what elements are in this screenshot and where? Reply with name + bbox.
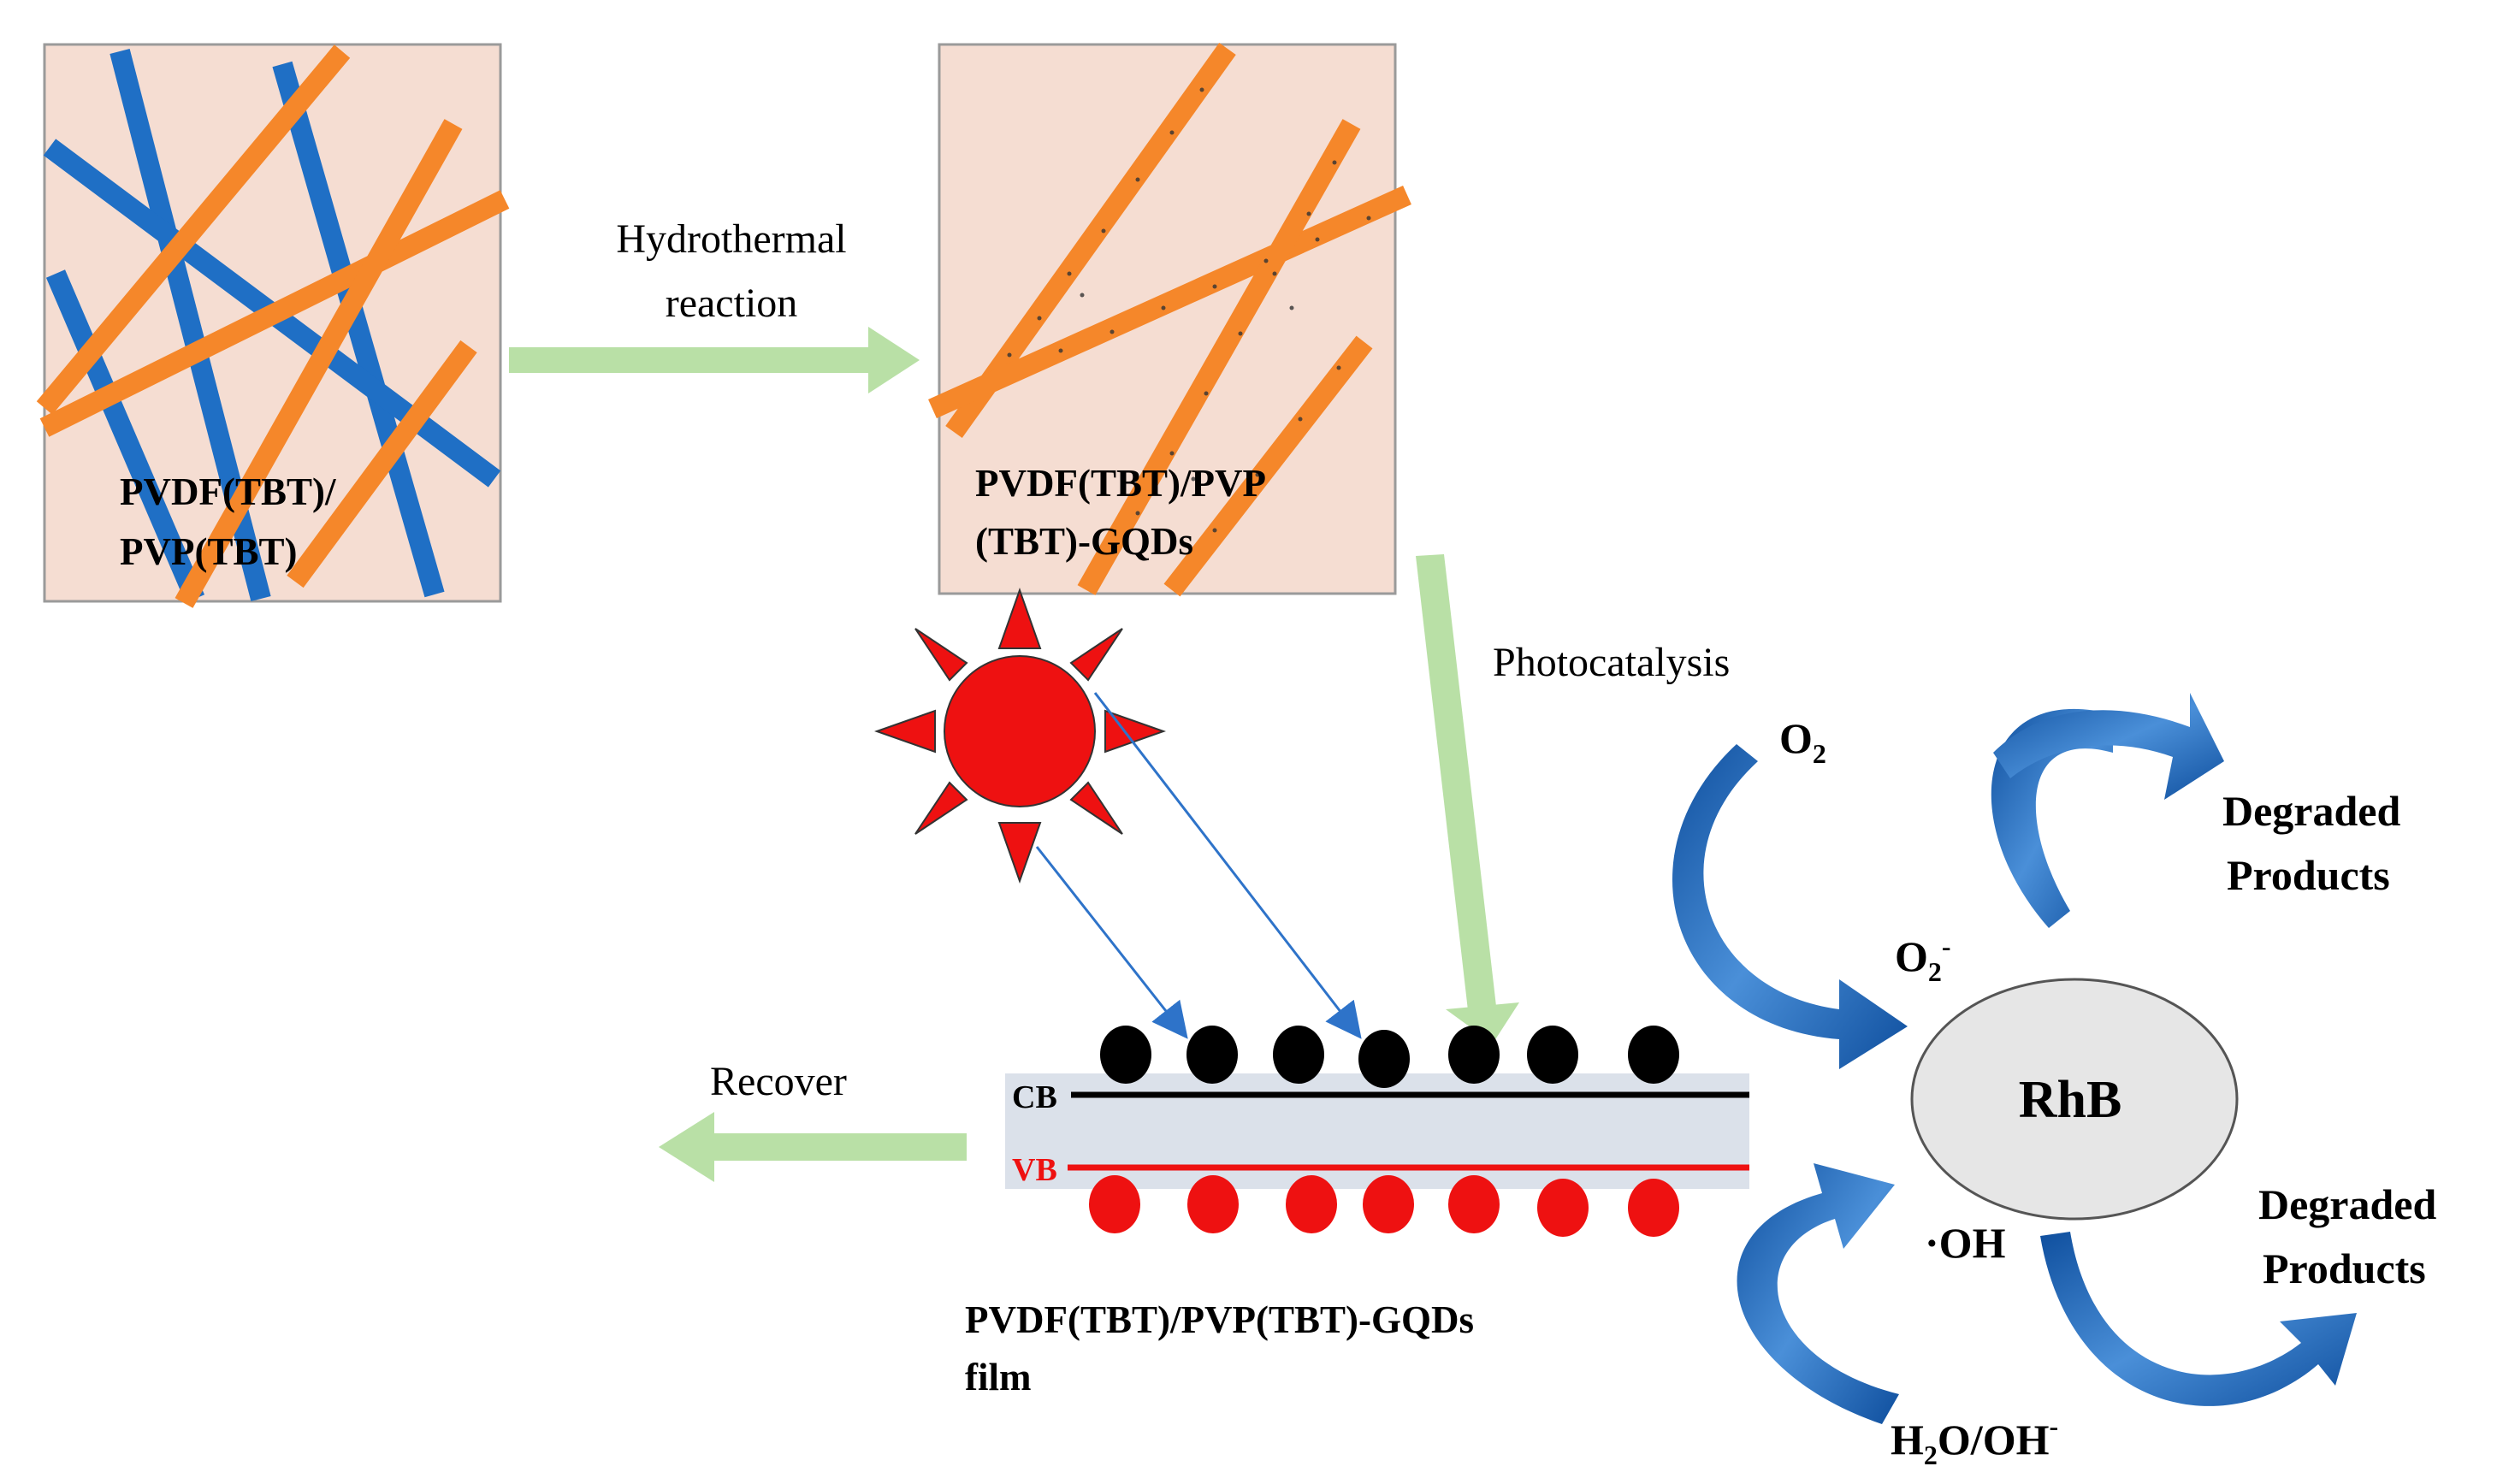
- curve-arrow-bottom-products: [2040, 1232, 2357, 1406]
- superoxide-label: O2-: [1895, 931, 1951, 987]
- fiber-network-right: [928, 43, 1411, 597]
- electron: [1100, 1026, 1151, 1084]
- film-caption-line1: PVDF(TBT)/PVP(TBT)-GQDs: [965, 1298, 1474, 1341]
- electron: [1628, 1026, 1679, 1084]
- products-bottom-line2: Products: [2263, 1245, 2426, 1292]
- hole: [1089, 1175, 1140, 1233]
- electrons: [1100, 1026, 1679, 1088]
- hydrothermal-label-line1: Hydrothermal: [616, 216, 846, 262]
- products-top-line2: Products: [2227, 851, 2390, 899]
- hydrothermal-label-line2: reaction: [666, 281, 798, 326]
- hole: [1363, 1175, 1414, 1233]
- curve-arrow-o2: [1672, 744, 1908, 1069]
- curved-arrows: [1672, 693, 2357, 1424]
- electron: [1358, 1030, 1410, 1088]
- curve-arrow-top-products-head: [1993, 693, 2224, 800]
- electron: [1527, 1026, 1578, 1084]
- recover-arrow: [659, 1112, 967, 1182]
- rhb-label: RhB: [2019, 1071, 2122, 1129]
- panel-left-label-line2: PVP(TBT): [120, 530, 298, 573]
- fiber-panel-left: PVDF(TBT)/ PVP(TBT): [36, 43, 510, 608]
- panel-left-label-line1: PVDF(TBT)/: [120, 470, 336, 513]
- water-label: H2O/OH-: [1891, 1410, 2058, 1470]
- panel-right-label-line1: PVDF(TBT)/PVP: [975, 462, 1266, 505]
- fiber-network-left: [36, 44, 510, 608]
- light-ray-2: [1093, 692, 1362, 1039]
- products-bottom-line1: Degraded: [2258, 1180, 2436, 1228]
- holes: [1089, 1175, 1679, 1237]
- hole: [1537, 1179, 1589, 1237]
- hydrothermal-arrow: [509, 327, 920, 393]
- photocatalysis-label: Photocatalysis: [1493, 640, 1730, 685]
- curve-arrow-water: [1737, 1163, 1899, 1424]
- hole: [1286, 1175, 1337, 1233]
- cb-label: CB: [1012, 1079, 1057, 1115]
- sun-icon: [873, 587, 1167, 884]
- o2-label: O2: [1779, 714, 1826, 769]
- light-ray-1: [1035, 846, 1188, 1039]
- film-band-diagram: [1005, 1073, 1749, 1189]
- hole: [1628, 1179, 1679, 1237]
- hydroxyl-label: ·OH: [1925, 1219, 2006, 1267]
- gqd-dots: [1007, 87, 1371, 533]
- hole: [1187, 1175, 1239, 1233]
- hole: [1448, 1175, 1500, 1233]
- products-top-line1: Degraded: [2222, 787, 2400, 835]
- photocatalysis-arrow: [1416, 554, 1519, 1044]
- recover-label: Recover: [710, 1059, 847, 1104]
- electron: [1273, 1026, 1324, 1084]
- electron: [1448, 1026, 1500, 1084]
- electron: [1186, 1026, 1238, 1084]
- vb-label: VB: [1012, 1152, 1057, 1188]
- rhb-node: [1910, 978, 2239, 1221]
- film-caption-line2: film: [965, 1356, 1031, 1398]
- panel-right-label-line2: (TBT)-GQDs: [975, 520, 1193, 563]
- fiber-panel-right: PVDF(TBT)/PVP (TBT)-GQDs: [928, 43, 1411, 597]
